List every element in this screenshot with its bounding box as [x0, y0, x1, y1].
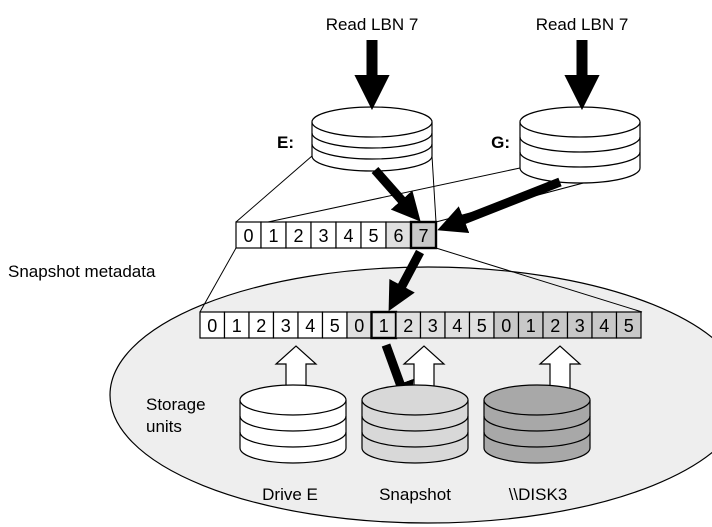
volume-e-projection-right: [431, 155, 437, 223]
storage-cell-14-text: 2: [550, 316, 560, 336]
drive-e-label: Drive E: [262, 485, 318, 504]
storage-cell-2-box: [248, 311, 275, 339]
metadata-cell-4-text: 4: [343, 226, 353, 246]
storage-cell-10-text: 4: [452, 316, 462, 336]
storage-cell-15-text: 3: [575, 316, 585, 336]
storage-cell-17-text: 5: [624, 316, 634, 336]
metadata-projection-left: [199, 247, 237, 313]
metadata-cell-7-box: [409, 220, 438, 250]
volume-e-projection-left: [235, 155, 313, 223]
storage-cell-12-box: [493, 311, 520, 339]
storage-cell-12-text: 0: [501, 316, 511, 336]
storage-cell-0-text: 0: [207, 316, 217, 336]
metadata-cell-5-box: [360, 221, 387, 249]
disk3-disk: [483, 384, 591, 464]
metadata-cell-3-text: 3: [318, 226, 328, 246]
storage-cell-1-text: 1: [232, 316, 242, 336]
snapshot-metadata-label: Snapshot metadata: [8, 262, 156, 281]
metadata-cell-2-box: [285, 221, 312, 249]
storage-cell-11-text: 5: [477, 316, 487, 336]
metadata-cell-0-text: 0: [243, 226, 253, 246]
storage-cell-7-text: 1: [379, 316, 389, 336]
storage-cell-9-box: [419, 311, 446, 339]
metadata-cell-6-box: [385, 221, 412, 249]
storage-cell-16-text: 4: [599, 316, 609, 336]
arrow-metadata-to-storage: [388, 249, 424, 312]
storage-cell-5-box: [321, 311, 348, 339]
storage-cell-17-box: [615, 311, 642, 339]
storage-cell-14-box: [542, 311, 569, 339]
storage-cell-9-text: 3: [428, 316, 438, 336]
volume-e-disk: [311, 106, 433, 172]
storage-cell-16-box: [591, 311, 618, 339]
storage-cell-10-box: [444, 311, 471, 339]
storage-cell-6-text: 0: [354, 316, 364, 336]
storage-cell-8-box: [395, 311, 422, 339]
volume-e-label: E:: [277, 133, 294, 152]
metadata-cell-1-text: 1: [268, 226, 278, 246]
read-label-right: Read LBN 7: [536, 15, 629, 34]
metadata-cell-0-box: [235, 221, 262, 249]
metadata-cell-4-box: [335, 221, 362, 249]
storage-cell-5-text: 5: [330, 316, 340, 336]
storage-cell-1-box: [223, 311, 250, 339]
read-label-left: Read LBN 7: [326, 15, 419, 34]
storage-cell-6-box: [346, 311, 373, 339]
metadata-cell-7-text: 7: [418, 226, 428, 246]
snapshot-label: Snapshot: [379, 485, 451, 504]
disk3-label: \\DISK3: [509, 485, 568, 504]
metadata-cell-5-text: 5: [368, 226, 378, 246]
storage-cell-4-text: 4: [305, 316, 315, 336]
storage-cell-3-text: 3: [281, 316, 291, 336]
storage-cell-8-text: 2: [403, 316, 413, 336]
snapshot-disk: [361, 384, 469, 464]
storage-cell-2-text: 2: [256, 316, 266, 336]
metadata-cell-6-text: 6: [393, 226, 403, 246]
metadata-projection-right: [435, 247, 643, 313]
storage-units-label-line2: units: [146, 417, 182, 436]
storage-units-label-line1: Storage: [146, 395, 206, 414]
hollow-arrow-disk3: [538, 345, 582, 391]
volume-g-disk: [519, 106, 641, 184]
volume-g-label: G:: [491, 133, 510, 152]
arrow-e-to-metadata: [371, 167, 421, 222]
storage-cell-3-box: [272, 311, 299, 339]
metadata-cell-2-text: 2: [293, 226, 303, 246]
storage-cell-13-text: 1: [526, 316, 536, 336]
drive-e-disk: [239, 384, 347, 464]
arrow-g-to-metadata: [437, 177, 562, 234]
